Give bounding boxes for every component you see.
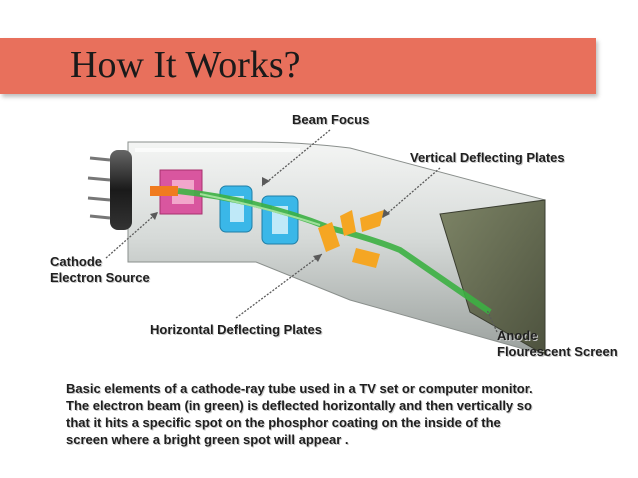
label-cathode: Cathode [50, 254, 102, 269]
title-bar: How It Works? [0, 38, 596, 94]
caption-line: screen where a bright green spot will ap… [66, 432, 349, 447]
label-horizontal-plates: Horizontal Deflecting Plates [150, 322, 322, 337]
caption-line: Basic elements of a cathode-ray tube use… [66, 381, 533, 396]
deflecting-plates [318, 210, 384, 268]
label-fluorescent-screen: Flourescent Screen [497, 344, 618, 359]
caption-line: that it hits a specific spot on the phos… [66, 415, 501, 430]
pointer-lines [105, 129, 498, 333]
label-anode: Anode [497, 328, 538, 343]
caption-line: The electron beam (in green) is deflecte… [66, 398, 532, 413]
caption: Basic elements of a cathode-ray tube use… [66, 380, 626, 448]
tube-base [87, 150, 132, 230]
page-title: How It Works? [70, 44, 301, 86]
label-beam-focus: Beam Focus [292, 112, 370, 127]
fluorescent-screen [439, 199, 546, 356]
label-electron-source: Electron Source [50, 270, 150, 285]
label-vertical-plates: Vertical Deflecting Plates [410, 150, 565, 165]
